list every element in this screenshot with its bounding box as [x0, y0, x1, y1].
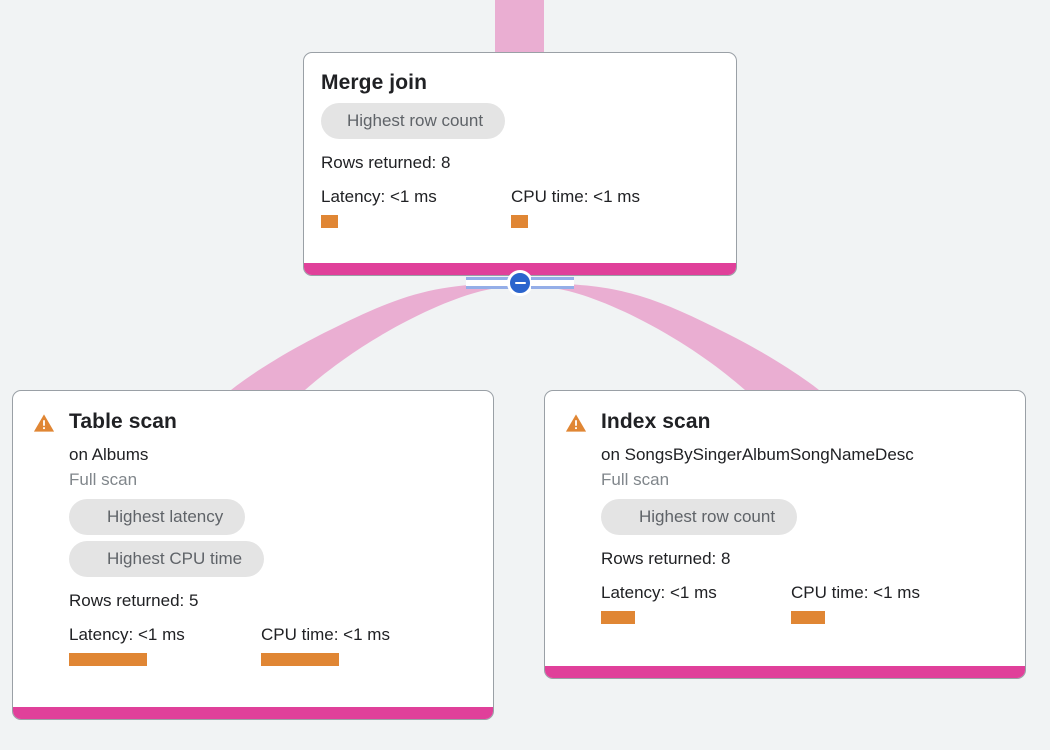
metric-cpu-time-bar	[791, 611, 825, 624]
chip-highest-row-count: Highest row count	[601, 499, 798, 535]
chip-highest-latency: Highest latency	[69, 499, 246, 535]
rows-returned: Rows returned: 8	[601, 549, 731, 568]
card-body: Index scan on SongsBySingerAlbumSongName…	[545, 391, 1025, 678]
minus-glyph	[514, 281, 526, 285]
node-header-text: Index scan on SongsBySingerAlbumSongName…	[601, 409, 1005, 624]
node-header: Table scan on Albums Full scan Highest l…	[33, 409, 473, 666]
node-title: Merge join	[321, 71, 428, 94]
edge-merge-join-to-table-scan	[231, 284, 505, 390]
node-accent-bar	[13, 707, 493, 719]
metric-latency-label: Latency: <1 ms	[601, 583, 717, 602]
node-card-merge-join[interactable]: Merge join Highest row count Rows return…	[303, 52, 737, 276]
metric-cpu-time-label: CPU time: <1 ms	[791, 583, 920, 602]
edge-incoming-stub	[495, 0, 544, 54]
node-metrics: Latency: <1 ms CPU time: <1 ms	[69, 624, 473, 666]
node-title: Table scan	[69, 410, 177, 433]
node-subtitle: on SongsBySingerAlbumSongNameDesc	[601, 445, 914, 464]
chip-highest-cpu-time: Highest CPU time	[69, 541, 265, 577]
warning-triangle-icon	[565, 412, 587, 434]
node-metrics: Latency: <1 ms CPU time: <1 ms	[601, 582, 1005, 624]
metric-latency: Latency: <1 ms	[69, 624, 261, 666]
edge-merge-join-to-index-scan	[545, 284, 819, 390]
minus-icon[interactable]	[507, 270, 533, 296]
node-header: Index scan on SongsBySingerAlbumSongName…	[565, 409, 1005, 624]
node-metrics: Latency: <1 ms CPU time: <1 ms	[321, 186, 716, 228]
metric-cpu-time-label: CPU time: <1 ms	[261, 625, 390, 644]
node-title: Index scan	[601, 410, 711, 433]
rows-returned: Rows returned: 5	[69, 591, 199, 610]
warning-triangle-icon	[33, 412, 55, 434]
metric-cpu-time-label: CPU time: <1 ms	[511, 187, 640, 206]
metric-latency-bar	[321, 215, 338, 228]
rows-returned: Rows returned: 8	[321, 153, 451, 172]
node-card-table-scan[interactable]: Table scan on Albums Full scan Highest l…	[12, 390, 494, 720]
node-scan-type: Full scan	[601, 470, 670, 489]
metric-latency-bar	[601, 611, 635, 624]
node-header: Merge join	[321, 70, 716, 96]
card-body: Merge join Highest row count Rows return…	[304, 53, 736, 275]
node-subtitle: on Albums	[69, 445, 149, 464]
node-accent-bar	[545, 666, 1025, 678]
chip-highest-row-count: Highest row count	[321, 103, 506, 139]
metric-latency-label: Latency: <1 ms	[321, 187, 437, 206]
metric-cpu-time-bar	[511, 215, 528, 228]
node-accent-bar	[304, 263, 736, 275]
metric-cpu-time: CPU time: <1 ms	[261, 624, 453, 666]
card-body: Table scan on Albums Full scan Highest l…	[13, 391, 493, 719]
toggle-rule-right	[531, 277, 574, 289]
metric-cpu-time: CPU time: <1 ms	[511, 186, 701, 228]
toggle-rule-left	[466, 277, 509, 289]
node-chips: Highest latency Highest CPU time	[69, 499, 473, 583]
node-chips: Highest row count	[321, 103, 716, 145]
metric-latency: Latency: <1 ms	[321, 186, 511, 228]
node-chips: Highest row count	[601, 499, 1005, 541]
node-scan-type: Full scan	[69, 470, 138, 489]
metric-latency: Latency: <1 ms	[601, 582, 791, 624]
node-card-index-scan[interactable]: Index scan on SongsBySingerAlbumSongName…	[544, 390, 1026, 679]
node-header-text: Table scan on Albums Full scan Highest l…	[69, 409, 473, 666]
metric-cpu-time-bar	[261, 653, 339, 666]
metric-latency-label: Latency: <1 ms	[69, 625, 185, 644]
metric-cpu-time: CPU time: <1 ms	[791, 582, 981, 624]
node-header-text: Merge join	[321, 70, 716, 96]
collapse-children-toggle[interactable]	[466, 270, 574, 296]
metric-latency-bar	[69, 653, 147, 666]
